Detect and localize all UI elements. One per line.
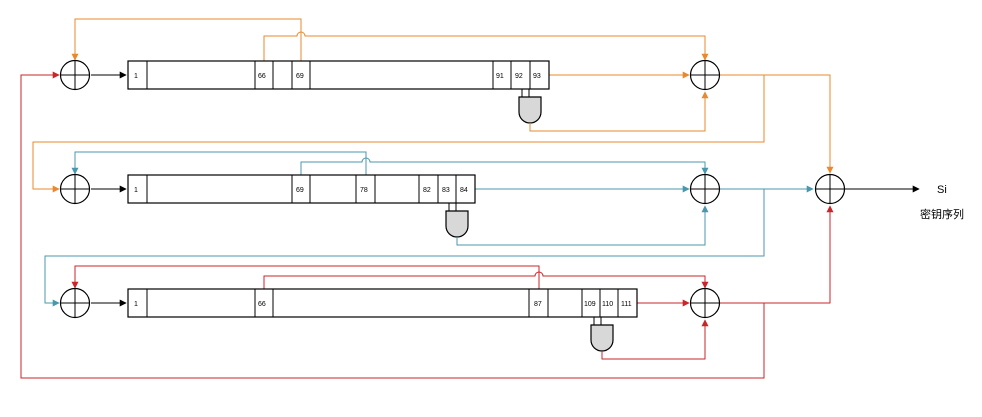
register-cell-label: 69 <box>296 73 304 80</box>
register-b-group: 1 69 78 82 83 84 <box>44 151 814 307</box>
and-gate-icon <box>518 96 542 124</box>
register-c-to-output-line <box>720 205 834 304</box>
register-cell-label: 91 <box>496 73 504 80</box>
register-b-and-line <box>456 205 709 246</box>
register-cell-label: 1 <box>134 187 138 194</box>
register-b-body <box>127 174 476 204</box>
output-caption: 密钥序列 <box>920 207 964 221</box>
register-cell-label: 84 <box>460 187 468 194</box>
register-cell-label: 92 <box>515 73 523 80</box>
register-a-tap-66-line <box>263 31 709 61</box>
register-c-and-line <box>601 319 709 360</box>
xor-circle-icon <box>59 173 91 205</box>
register-cell-label: 110 <box>602 301 613 308</box>
register-cell-label: 82 <box>423 187 431 194</box>
register-a-to-output-line <box>720 74 834 174</box>
register-cell-label: 66 <box>258 73 266 80</box>
xor-circle-icon <box>689 287 721 319</box>
xor-circle-icon <box>59 59 91 91</box>
register-a-tap-69-line <box>71 18 302 61</box>
register-cell-label: 87 <box>534 301 542 308</box>
register-cell-label: 83 <box>442 187 450 194</box>
xor-circle-icon <box>59 287 91 319</box>
register-b-to-c-line <box>44 189 765 307</box>
register-a-group: 1 66 69 91 92 93 <box>32 18 834 193</box>
register-c-body <box>127 288 638 318</box>
register-cell-label: 109 <box>584 301 596 308</box>
register-cell-label: 111 <box>621 301 632 308</box>
register-a-body <box>127 60 550 90</box>
output-group: Si 密钥序列 <box>814 173 964 221</box>
register-a-to-b-line <box>32 75 765 193</box>
register-b-tap-78-line <box>71 151 367 175</box>
register-c-group: 1 66 87 109 110 111 <box>20 71 834 379</box>
register-a-and-line <box>529 91 709 132</box>
output-symbol: Si <box>937 184 947 196</box>
and-gate-icon <box>590 324 614 352</box>
register-b-tap-69-line <box>300 157 709 175</box>
xor-circle-icon <box>689 173 721 205</box>
register-c-to-a-line <box>20 71 765 379</box>
register-cell-label: 66 <box>258 301 266 308</box>
xor-circle-icon <box>814 173 846 205</box>
register-cell-label: 69 <box>296 187 304 194</box>
register-cell-label: 1 <box>134 301 138 308</box>
register-c-tap-66-line <box>263 271 709 289</box>
register-cell-label: 93 <box>533 73 541 80</box>
register-cell-label: 1 <box>134 73 138 80</box>
register-cell-label: 78 <box>360 187 368 194</box>
and-gate-icon <box>445 210 469 238</box>
xor-circle-icon <box>689 59 721 91</box>
register-c-tap-87-line <box>71 265 540 289</box>
